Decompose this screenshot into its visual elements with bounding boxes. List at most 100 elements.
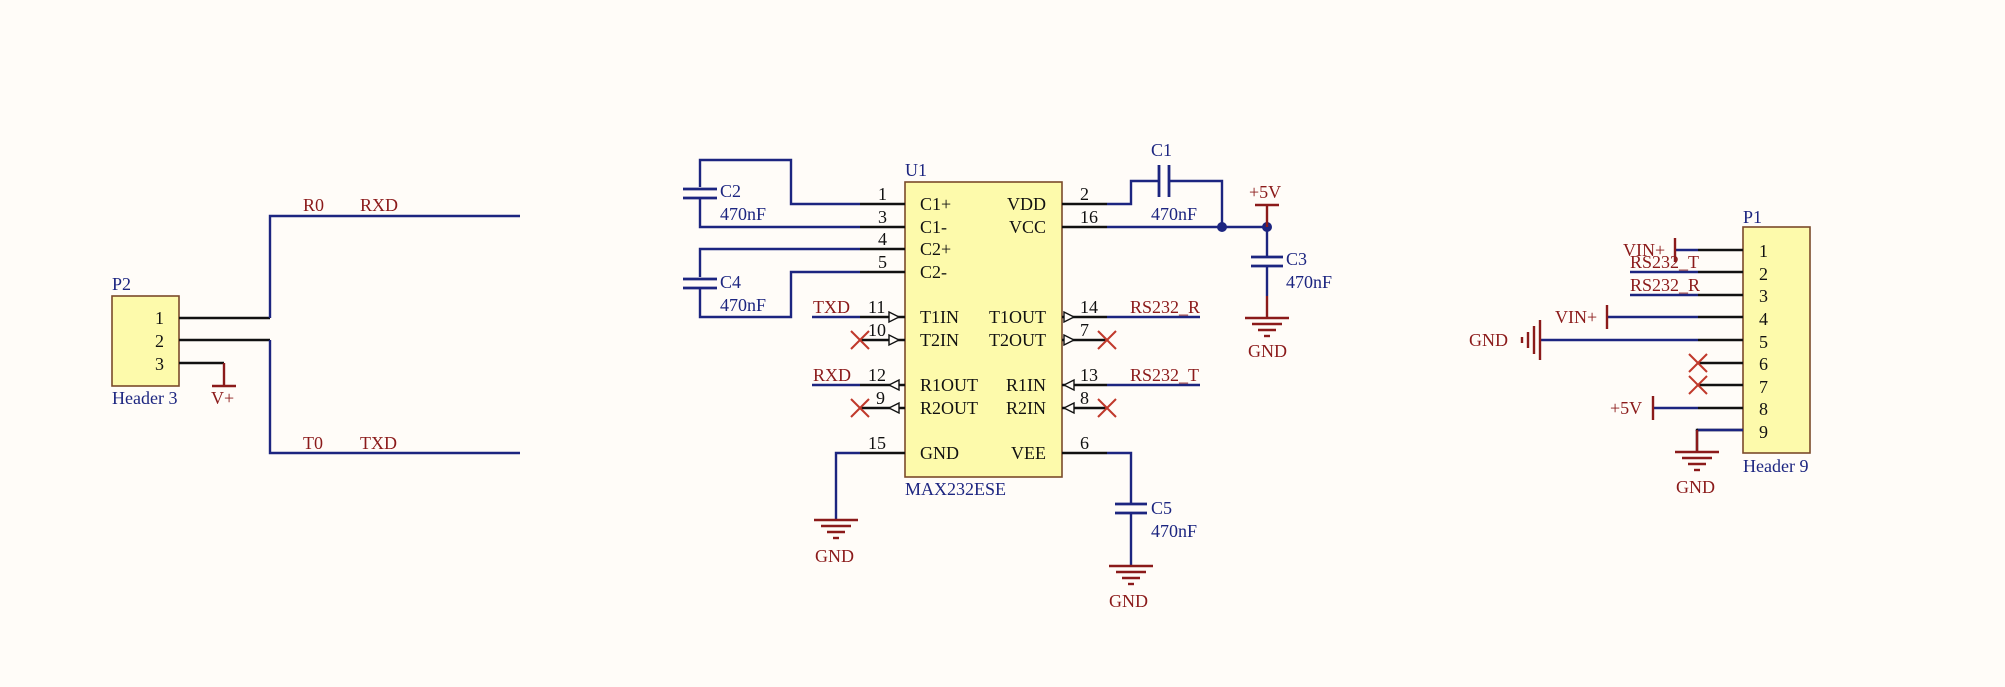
- c4-wire-top[interactable]: [698, 247, 860, 277]
- gnd-symbol-pin5: GND: [1469, 320, 1542, 360]
- u1-pin-name-vdd: VDD: [1007, 194, 1046, 214]
- gnd-label-c3: GND: [1248, 341, 1287, 361]
- p2-vplus-label: V+: [211, 388, 234, 408]
- u1-pin9-number: 9: [876, 388, 885, 408]
- c5-value: 470nF: [1151, 521, 1197, 541]
- vcc-5v-label: +5V: [1249, 182, 1281, 202]
- u1-pin-name-c2plus: C2+: [920, 239, 951, 259]
- vin-port-pin1: VIN+: [1623, 238, 1677, 262]
- junction-dot: [1217, 222, 1227, 232]
- u1-pin-name-t1out: T1OUT: [989, 307, 1046, 327]
- u1-pin-name-c2minus: C2-: [920, 262, 947, 282]
- no-connect-p1-pin7: [1688, 375, 1708, 395]
- c4-designator: C4: [720, 272, 741, 292]
- u1-comment: MAX232ESE: [905, 479, 1006, 499]
- capacitor-c5[interactable]: C5 470nF: [1115, 498, 1197, 541]
- gnd-symbol-pin15: GND: [814, 518, 858, 566]
- no-connect-pin10: [850, 330, 870, 350]
- u1-pin13-number: 13: [1080, 365, 1098, 385]
- u1-pin3-number: 3: [878, 207, 887, 227]
- u1-pin1-number: 1: [878, 184, 887, 204]
- capacitor-c3[interactable]: C3 470nF: [1251, 249, 1332, 292]
- p2-body[interactable]: [111, 295, 180, 387]
- gnd-label-pin15: GND: [815, 546, 854, 566]
- c4-wire-bottom[interactable]: [698, 270, 860, 319]
- u1-pin-name-t2in: T2IN: [920, 330, 959, 350]
- u1-pin-name-t1in: T1IN: [920, 307, 959, 327]
- net-label-rs232r-u1: RS232_R: [1130, 297, 1200, 317]
- gnd-symbol-c3: GND: [1245, 296, 1289, 361]
- u1-pin4-number: 4: [878, 229, 887, 249]
- vcc-port-pin8: +5V: [1610, 396, 1655, 420]
- u1-pin14-number: 14: [1080, 297, 1098, 317]
- capacitor-c1[interactable]: C1 470nF: [1151, 140, 1197, 224]
- vin-label-pin4: VIN+: [1555, 307, 1597, 327]
- net-r0-wire[interactable]: [268, 214, 520, 318]
- p1-pin5-number: 5: [1759, 332, 1768, 352]
- u1-pin-name-t2out: T2OUT: [989, 330, 1046, 350]
- c3-value: 470nF: [1286, 272, 1332, 292]
- p1-comment: Header 9: [1743, 456, 1808, 476]
- c2-value: 470nF: [720, 204, 766, 224]
- u1-pin-name-c1minus: C1-: [920, 217, 947, 237]
- p2-pin2-number: 2: [155, 331, 164, 351]
- gnd-wire-pin15[interactable]: [834, 451, 860, 520]
- net-label-txd-u1: TXD: [813, 297, 850, 317]
- p2-pin1-number: 1: [155, 308, 164, 328]
- net-t0-wire[interactable]: [268, 340, 520, 455]
- p1-body[interactable]: [1742, 226, 1811, 454]
- capacitor-c4[interactable]: C4 470nF: [683, 272, 766, 315]
- p1-pin8-number: 8: [1759, 399, 1768, 419]
- vin-label-pin1: VIN+: [1623, 240, 1665, 260]
- u1-pin-name-vee: VEE: [1011, 443, 1046, 463]
- net-label-t0: T0: [303, 433, 323, 453]
- capacitor-c2[interactable]: C2 470nF: [683, 181, 766, 224]
- p2-pin3-number: 3: [155, 354, 164, 374]
- p1-header9[interactable]: P1 Header 9 1 2 3 4 5 6 7 8 9: [1698, 207, 1811, 476]
- net-label-rxd: RXD: [360, 195, 398, 215]
- u1-pin-name-r2in: R2IN: [1006, 398, 1046, 418]
- c1-wire-left[interactable]: [1107, 179, 1158, 206]
- p2-header3[interactable]: P2 Header 3 1 2 3: [111, 274, 270, 408]
- c5-wire-top[interactable]: [1107, 451, 1133, 503]
- gnd-label-pin9: GND: [1676, 477, 1715, 497]
- no-connect-pin9: [850, 398, 870, 418]
- c2-wire-top[interactable]: [698, 158, 860, 206]
- c3-designator: C3: [1286, 249, 1307, 269]
- net-label-rs232t-p1: RS232_T: [1630, 252, 1699, 272]
- c2-designator: C2: [720, 181, 741, 201]
- u1-pin-name-vcc: VCC: [1009, 217, 1046, 237]
- gnd-symbol-c5: GND: [1109, 564, 1153, 611]
- c1-wire-right[interactable]: [1170, 179, 1224, 227]
- p1-pin3-number: 3: [1759, 286, 1768, 306]
- no-connect-p1-pin6: [1688, 353, 1708, 373]
- net-label-r0: R0: [303, 195, 324, 215]
- u1-pin-name-r1in: R1IN: [1006, 375, 1046, 395]
- u1-pin-name-r1out: R1OUT: [920, 375, 978, 395]
- vcc-label-pin8: +5V: [1610, 398, 1642, 418]
- u1-pin8-number: 8: [1080, 388, 1089, 408]
- u1-body[interactable]: [904, 181, 1063, 478]
- gnd-label-c5: GND: [1109, 591, 1148, 611]
- c2-wire-bottom[interactable]: [698, 199, 860, 229]
- p1-pin9-number: 9: [1759, 422, 1768, 442]
- u1-pin7-number: 7: [1080, 320, 1089, 340]
- u1-max232[interactable]: U1 MAX232ESE 1 3 4 5 11 10: [860, 160, 1107, 499]
- vcc-5v-port: +5V: [1249, 182, 1281, 227]
- p1-pin6-number: 6: [1759, 354, 1768, 374]
- gnd-label-pin5: GND: [1469, 330, 1508, 350]
- u1-pin15-number: 15: [868, 433, 886, 453]
- p1-pin2-number: 2: [1759, 264, 1768, 284]
- no-connect-pin7: [1097, 330, 1117, 350]
- u1-pin11-number: 11: [868, 297, 885, 317]
- u1-pin5-number: 5: [878, 252, 887, 272]
- net-label-rs232r-p1: RS232_R: [1630, 275, 1700, 295]
- no-connect-pin8: [1097, 398, 1117, 418]
- p2-vplus-port: V+: [211, 363, 236, 408]
- u1-designator: U1: [905, 160, 927, 180]
- c4-value: 470nF: [720, 295, 766, 315]
- p1-pin7-number: 7: [1759, 377, 1768, 397]
- p2-designator: P2: [112, 274, 131, 294]
- net-label-rs232t-u1: RS232_T: [1130, 365, 1199, 385]
